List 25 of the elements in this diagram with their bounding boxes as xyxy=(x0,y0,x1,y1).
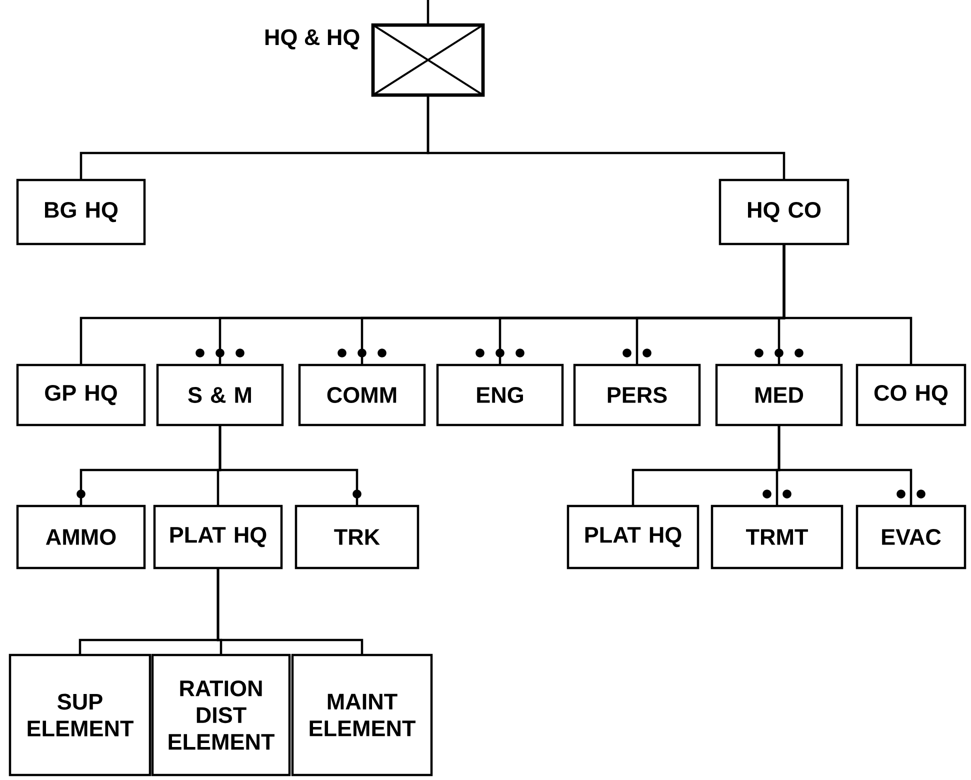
connector-line xyxy=(426,0,430,24)
unit-box: EVAC xyxy=(856,504,966,570)
unit-box: PLAT HQ xyxy=(566,504,700,570)
unit-box: PERS xyxy=(573,364,701,426)
unit-box: AMMO xyxy=(16,504,146,570)
node-label: HQ & HQ xyxy=(265,29,360,50)
unit-box: ENG xyxy=(436,364,564,426)
connector-line xyxy=(778,425,912,506)
unit-box: TRK xyxy=(294,504,420,570)
unit-box: S & M xyxy=(156,364,284,426)
unit-box: GP HQ xyxy=(16,364,146,426)
connector-line xyxy=(216,568,364,655)
unit-box: CO HQ xyxy=(856,364,966,426)
unit-box: TRMT xyxy=(710,504,844,570)
unit-box: HQ CO xyxy=(718,178,850,246)
unit-box: RATION DIST ELEMENT xyxy=(151,654,291,776)
unit-box: PLAT HQ xyxy=(153,504,283,570)
unit-box: MED xyxy=(715,364,843,426)
connector-line xyxy=(782,244,912,365)
unit-box: BG HQ xyxy=(16,178,146,246)
unit-box: SUP ELEMENT xyxy=(8,654,152,776)
connector-line xyxy=(218,425,358,506)
unit-box: COMM xyxy=(298,364,426,426)
unit-box: MAINT ELEMENT xyxy=(291,654,433,776)
connector-line xyxy=(426,96,786,180)
